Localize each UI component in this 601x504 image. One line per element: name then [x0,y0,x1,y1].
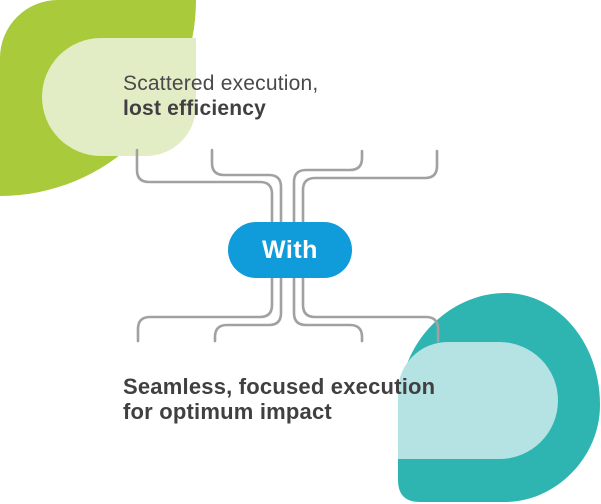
bottom-statement: Seamless, focused execution for optimum … [123,374,435,424]
connector-top-left-inner [210,148,283,225]
connector-top-right-inner [292,149,364,225]
connector-top-left-outer [135,148,274,225]
green-blob-highlight [42,38,196,156]
top-statement-line1: Scattered execution, [123,72,319,95]
top-statement: Scattered execution, lost efficiency [123,71,318,121]
bottom-statement-line2: for optimum impact [123,399,332,424]
with-pill-text: With [262,235,318,264]
connector-bottom-left-inner [213,275,283,343]
connector-top-right-outer [301,149,439,225]
teal-blob-highlight [398,342,558,459]
with-pill-label: With [228,222,352,278]
connector-bottom-right-inner [292,275,364,343]
bottom-statement-line1: Seamless, focused execution [123,374,436,399]
top-statement-line2: lost efficiency [123,97,267,120]
connector-bottom-left-outer [136,275,274,343]
connector-bottom-right-outer [301,275,440,343]
